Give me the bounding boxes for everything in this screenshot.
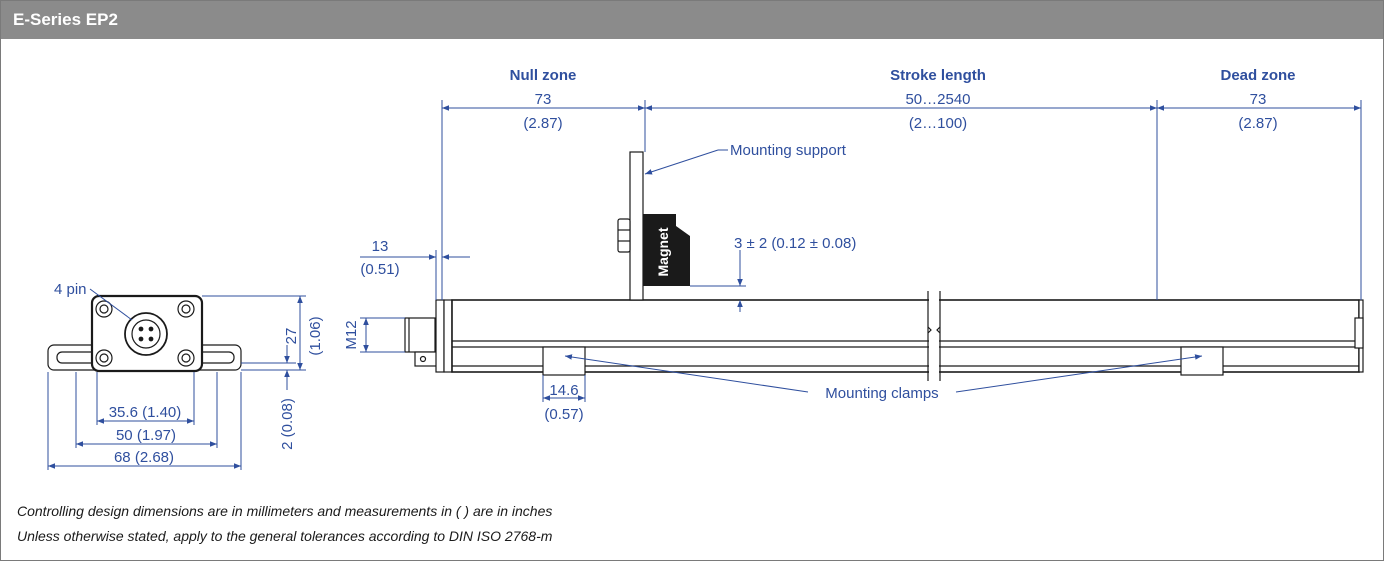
mounting-clamp-right [1180, 346, 1224, 376]
mounting-support-label: Mounting support [730, 142, 847, 159]
offset-in: (0.51) [360, 261, 399, 278]
side-view [404, 151, 1364, 381]
pin-label: 4 pin [54, 281, 87, 298]
screw-bottom-right [177, 349, 195, 367]
magnet [643, 214, 690, 286]
m12-label: M12 [343, 320, 360, 349]
dim-2-label: 2 (0.08) [279, 398, 296, 450]
clamp-mm: 14.6 [549, 382, 578, 399]
screw-top-right [177, 300, 195, 318]
screw-top-left [95, 300, 113, 318]
mounting-clamp-left [542, 346, 586, 376]
stroke-mm: 50…2540 [905, 91, 970, 108]
mounting-support [629, 151, 644, 301]
leader-clamp-right [955, 354, 1203, 393]
dead-zone-title: Dead zone [1220, 67, 1295, 84]
null-zone-title: Null zone [510, 67, 577, 84]
gap-label: 3 ± 2 (0.12 ± 0.08) [734, 235, 856, 252]
magnet-label: Magnet [655, 227, 671, 276]
stroke-length-title: Stroke length [890, 67, 986, 84]
mounting-clamps-label: Mounting clamps [825, 385, 938, 402]
leader-mounting-support [644, 149, 719, 175]
dead-zone-in: (2.87) [1238, 115, 1277, 132]
note-tolerances: Unless otherwise stated, apply to the ge… [17, 528, 553, 544]
front-view [47, 294, 242, 373]
dim-27-inch-label: (1.06) [307, 316, 324, 355]
m12-connector [404, 317, 436, 353]
end-cap [435, 299, 445, 373]
connector-4pin [124, 312, 168, 356]
support-screw [617, 218, 631, 253]
side-dimensions [360, 100, 1362, 402]
dim-50-label: 50 (1.97) [116, 427, 176, 444]
dim-27-label: 27 [283, 328, 300, 345]
stroke-in: (2…100) [909, 115, 967, 132]
sensor-body-front [90, 294, 204, 373]
clamp-in: (0.57) [544, 406, 583, 423]
leader-clamp-left [564, 354, 809, 393]
header-bar: E-Series EP2 [1, 1, 1383, 39]
front-dimensions [47, 288, 306, 470]
pin-leader [89, 288, 133, 321]
dead-zone-mm: 73 [1250, 91, 1267, 108]
dim-35-6-label: 35.6 (1.40) [109, 404, 182, 421]
note-units: Controlling design dimensions are in mil… [17, 503, 553, 519]
null-zone-mm: 73 [535, 91, 552, 108]
dim-68-label: 68 (2.68) [114, 449, 174, 466]
offset-mm: 13 [372, 238, 389, 255]
screw-bottom-left [95, 349, 113, 367]
page-title: E-Series EP2 [13, 10, 118, 29]
null-zone-in: (2.87) [523, 115, 562, 132]
